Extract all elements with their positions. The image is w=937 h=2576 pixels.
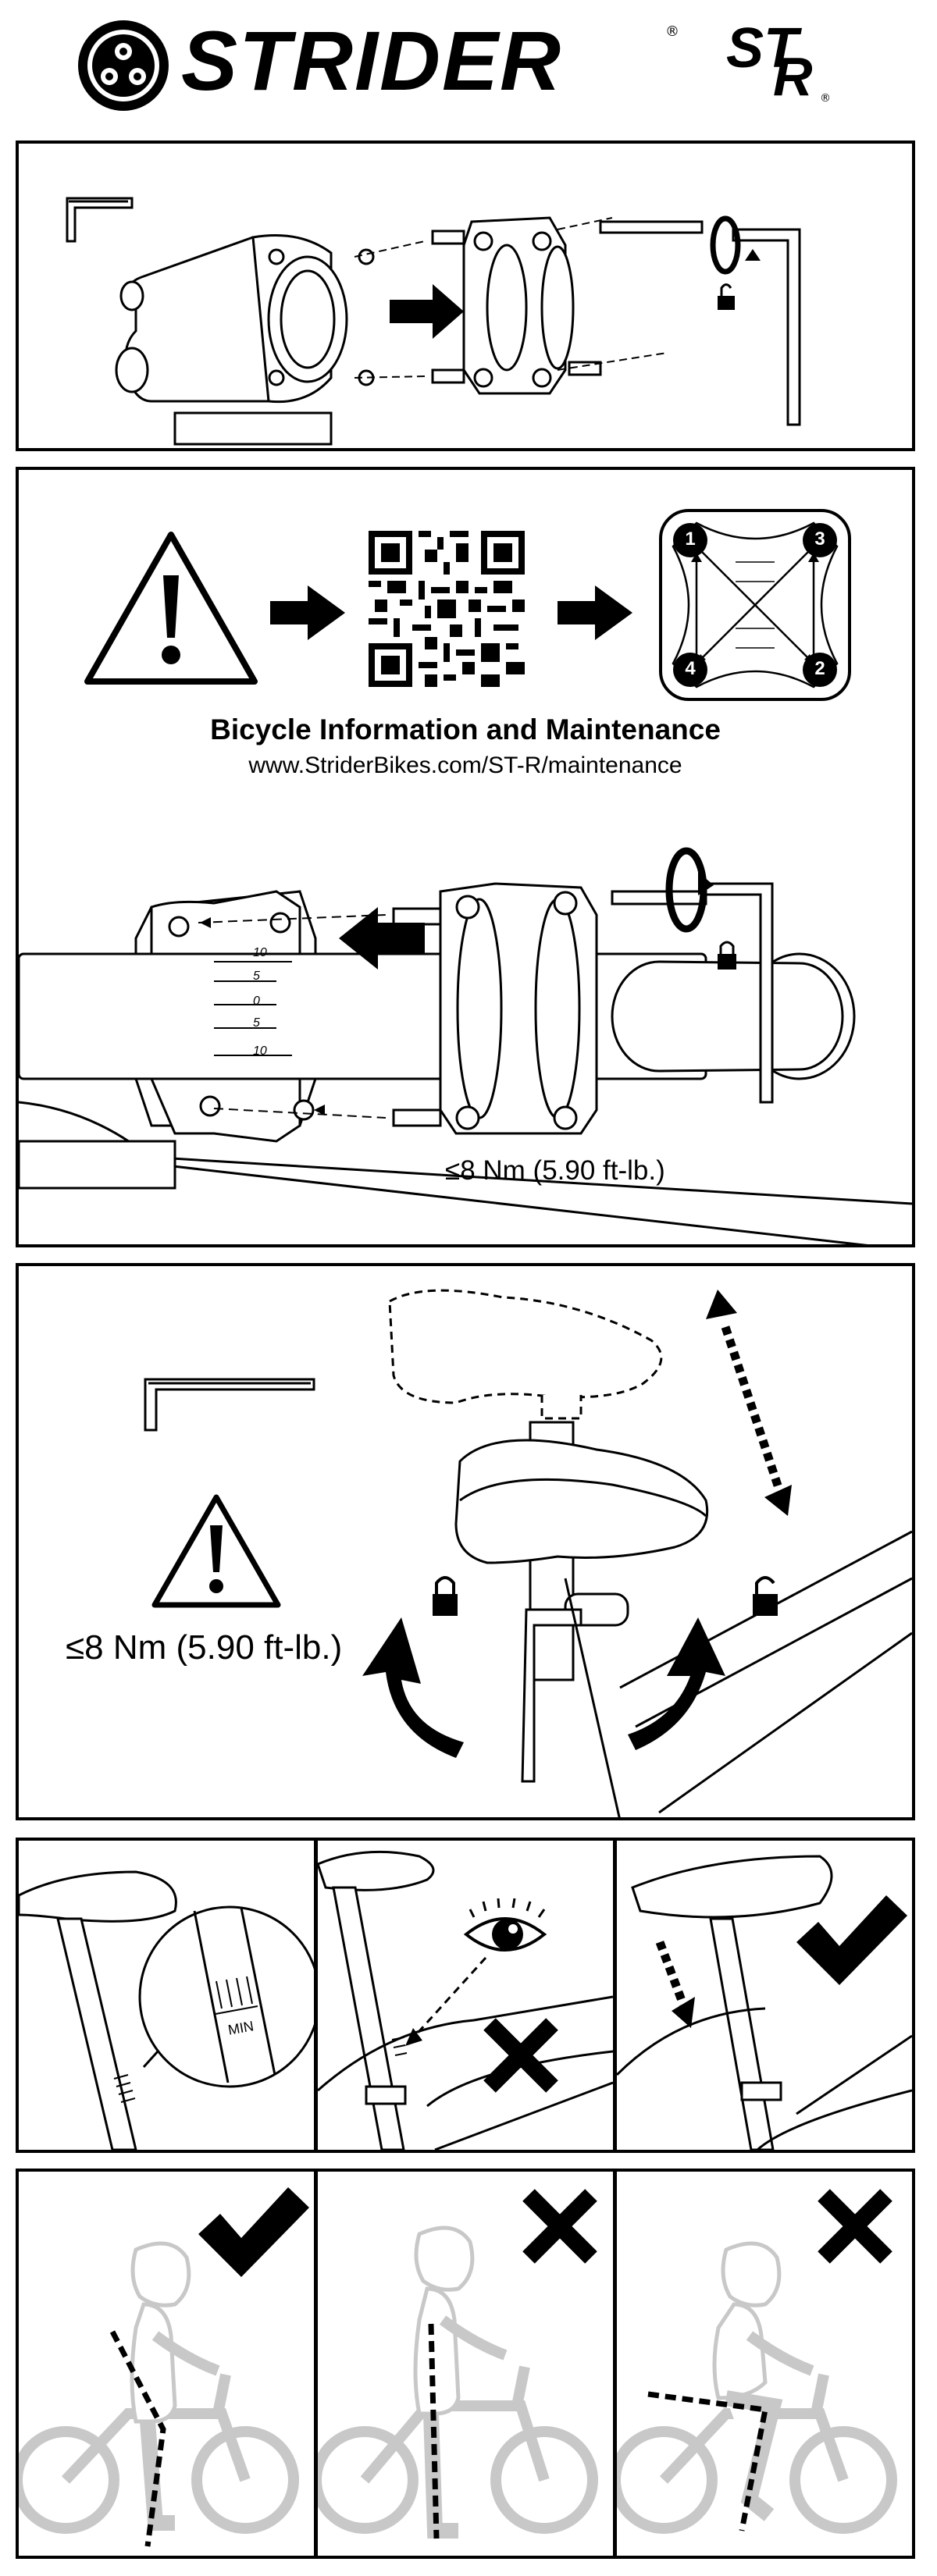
panel-seat-min: MIN: [16, 1838, 915, 2153]
posture-bent-illustration: [617, 2189, 897, 2534]
unlock-icon: [753, 1576, 778, 1616]
panel-min-ok: [614, 1838, 915, 2153]
min-hidden-illustration: [318, 1850, 613, 2150]
maintenance-url[interactable]: www.StriderBikes.com/ST-R/maintenance: [248, 753, 682, 778]
torque-spec: ≤8 Nm (5.90 ft-lb.): [66, 1628, 343, 1667]
seat-adjust-illustration: [144, 1289, 912, 1817]
min-ok-illustration: [617, 1855, 912, 2150]
bolt-number-1: 1: [685, 528, 696, 550]
stem-illustration: [66, 197, 801, 446]
checkmark-icon: [198, 2187, 309, 2277]
cross-icon: [483, 2018, 558, 2093]
registered-mark: ®: [665, 23, 679, 40]
cross-icon: [818, 2189, 892, 2264]
posture-correct-illustration: [19, 2187, 309, 2547]
arrow-left-icon: [339, 907, 425, 970]
posture-straight-illustration: [318, 2189, 598, 2539]
tighten-arrow-icon: [362, 1617, 464, 1758]
arrow-right-icon: [270, 585, 345, 640]
bolt-number-4: 4: [685, 658, 696, 679]
lock-icon: [718, 941, 736, 970]
panel-rider-posture: [16, 2169, 915, 2559]
unlock-icon: [718, 283, 735, 310]
checkmark-icon: [796, 1895, 907, 1985]
scale-label: 5: [253, 970, 260, 983]
min-mark-illustration: [19, 1870, 314, 2150]
cross-icon: [522, 2189, 597, 2264]
scale-label: 0: [253, 994, 260, 1008]
rotate-ccw-icon: [710, 215, 741, 275]
hex-key-icon: [66, 197, 134, 243]
panel-posture-correct: [16, 2169, 317, 2559]
bolt-number-2: 2: [814, 658, 825, 679]
header: STRIDER ® ST R ®: [0, 0, 937, 133]
arrow-right-icon: [390, 284, 464, 339]
hex-key-icon: [144, 1378, 315, 1432]
strider-logo-icon: [78, 20, 169, 111]
bolt-number-3: 3: [814, 528, 825, 550]
lock-icon: [433, 1576, 458, 1616]
arrow-right-icon: [558, 585, 632, 640]
model-wordmark: ST: [726, 17, 799, 80]
bolt-sequence-diagram: [659, 509, 851, 701]
warning-icon: [84, 532, 258, 685]
panel-posture-bent: [614, 2169, 915, 2559]
scale-label: 10: [253, 1044, 267, 1058]
loosen-arrow-icon: [628, 1617, 725, 1750]
handlebar-clamp-illustration: [19, 847, 912, 1244]
panel-min-mark: MIN: [16, 1838, 317, 2153]
eye-icon: [463, 1898, 547, 1952]
panel-posture-straight: [315, 2169, 616, 2559]
panel-seat-height: ≤8 Nm (5.90 ft-lb.): [16, 1263, 915, 1820]
maintenance-title: Bicycle Information and Maintenance: [210, 713, 721, 745]
warning-icon: [151, 1494, 281, 1608]
torque-spec: ≤8 Nm (5.90 ft-lb.): [445, 1155, 665, 1186]
panel-stem-faceplate: [16, 141, 915, 451]
scale-label: 5: [253, 1016, 260, 1030]
panel-min-hidden: [315, 1838, 616, 2153]
brand-wordmark: STRIDER: [181, 13, 563, 108]
qr-code: [369, 531, 525, 687]
model-wordmark-sub: R: [773, 46, 813, 107]
panel-handlebar-torque: 1 3 2 4 Bicycle Information and Maintena…: [16, 467, 915, 1247]
registered-mark-model: ®: [820, 92, 831, 105]
scale-label: 10: [253, 946, 267, 959]
